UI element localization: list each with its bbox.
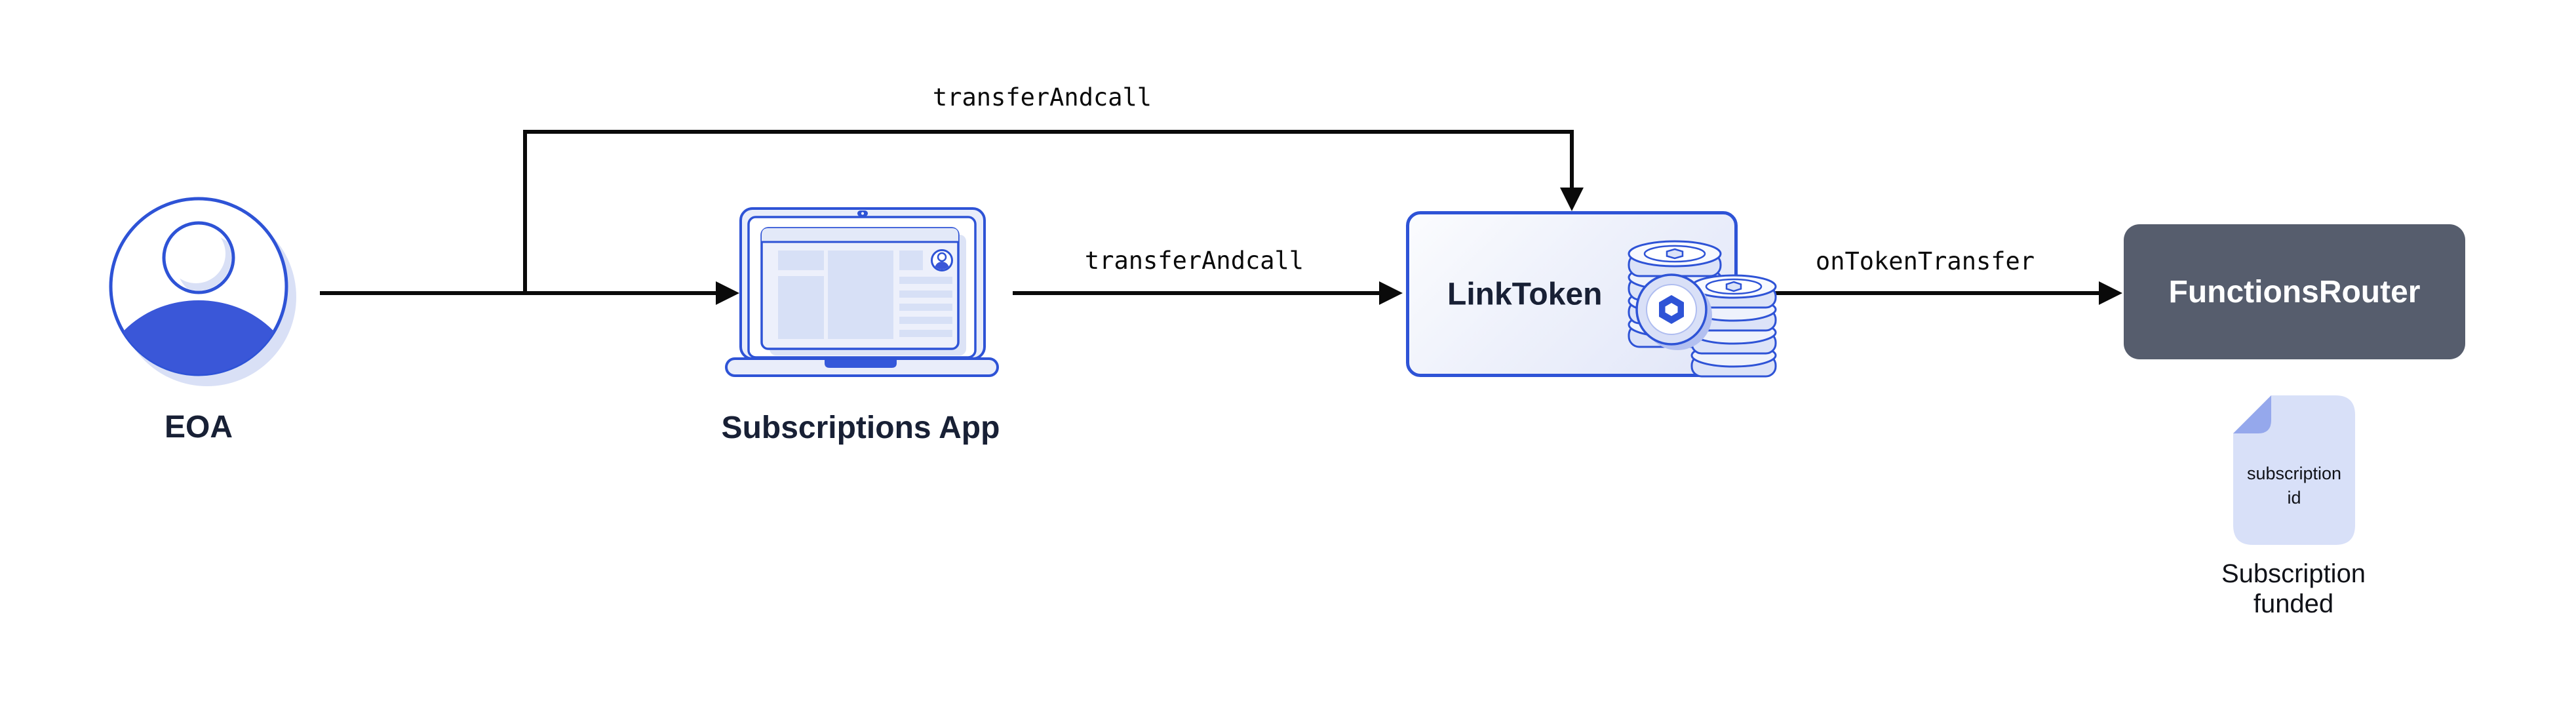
link-coins-icon bbox=[1628, 240, 1777, 378]
document-text-line1: subscription bbox=[2246, 464, 2342, 483]
subscriptions-app-label: Subscriptions App bbox=[721, 410, 1000, 445]
document-text: subscription id bbox=[2232, 462, 2356, 510]
edge-label-transferandcall-top: transferAndcall bbox=[932, 83, 1152, 111]
caption-line1: Subscription bbox=[2221, 559, 2366, 588]
laptop-icon bbox=[725, 207, 999, 377]
eoa-avatar-icon bbox=[109, 197, 296, 386]
link-token-label: LinkToken bbox=[1447, 277, 1603, 311]
arrowhead-into-app bbox=[716, 281, 739, 305]
document-text-line2: id bbox=[2287, 488, 2301, 508]
browser-avatar-icon bbox=[931, 249, 953, 271]
caption-line2: funded bbox=[2253, 589, 2334, 618]
eoa-label: EOA bbox=[164, 410, 233, 445]
arrowhead-into-linktoken-top bbox=[1560, 188, 1584, 211]
chainlink-logo-coin bbox=[1635, 273, 1712, 350]
edge-label-ontokentransfer: onTokenTransfer bbox=[1815, 247, 2035, 275]
functions-router-node: FunctionsRouter bbox=[2124, 224, 2465, 359]
edge-label-transferandcall-mid: transferAndcall bbox=[1084, 247, 1304, 275]
document-icon bbox=[2233, 395, 2355, 545]
arrowhead-into-router bbox=[2099, 281, 2122, 305]
subscription-funded-caption: Subscription funded bbox=[2221, 559, 2366, 619]
functions-router-label: FunctionsRouter bbox=[2168, 274, 2421, 309]
arrowhead-into-linktoken-left bbox=[1379, 281, 1403, 305]
arrow-eoa-to-linktoken bbox=[523, 130, 1574, 293]
